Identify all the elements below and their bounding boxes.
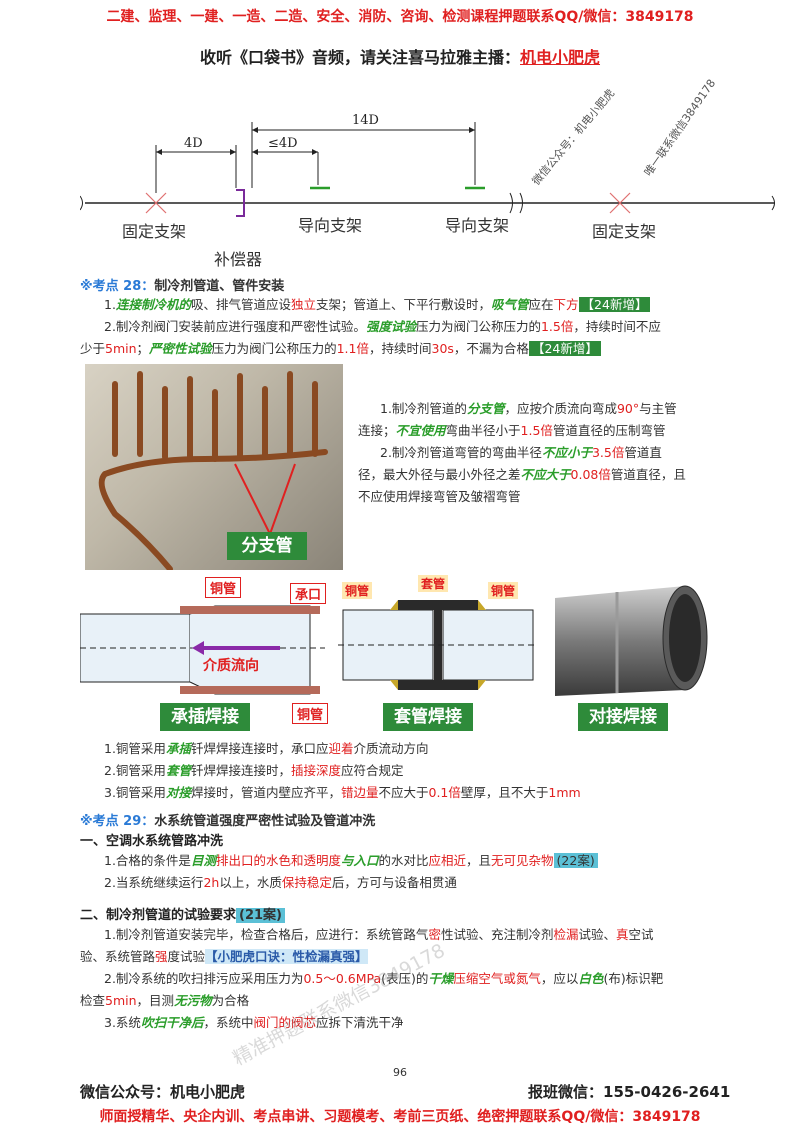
kp29-section-2: 二、制冷剂管道的试验要求(21案) xyxy=(80,904,285,923)
break-mark-mid xyxy=(509,192,523,214)
subtitle: 收听《口袋书》音频，请关注喜马拉雅主播：机电小肥虎 xyxy=(0,44,800,68)
kp29-title: ※考点 29：水系统管道强度严密性试验及管道冲洗 xyxy=(80,814,376,829)
kp29-section-1: 一、空调水系统管路冲洗 xyxy=(80,834,224,849)
kp28-p2: 2.制冷剂阀门安装前应进行强度和严密性试验。强度试验压力为阀门公称压力的1.5倍… xyxy=(80,319,661,356)
top-banner: 二建、监理、一建、一造、二造、安全、消防、咨询、检测课程押题联系QQ/微信：38… xyxy=(106,9,694,25)
bottom-banner: 师面授精华、央企内训、考点串讲、习题模考、考前三页纸、绝密押题联系QQ/微信：3… xyxy=(99,1109,701,1125)
sleeve-weld-diagram xyxy=(338,600,538,690)
branch-pipe-photo: 分支管 xyxy=(85,364,343,572)
support-diagram: 4D ≤4D 14D xyxy=(80,113,775,217)
kp28-p1: 1.连接制冷机的吸、排气管道应设独立支架；管道上、下平行敷设时，吸气管应在下方【… xyxy=(104,294,724,316)
tag-21-case: (21案) xyxy=(236,908,285,923)
break-mark-right xyxy=(771,195,775,211)
label-copper-2: 铜管 xyxy=(292,703,329,724)
label-guide-1: 导向支架 xyxy=(298,216,363,235)
tag-24-new-2: 【24新增】 xyxy=(528,341,601,356)
kp29-sec1-items: 1.合格的条件是目测排出口的水色和透明度与入口的水对比应相近，且无可见杂物(22… xyxy=(104,850,724,894)
label-copper-1: 铜管 xyxy=(205,577,242,598)
subtitle-name: 机电小肥虎 xyxy=(520,48,601,67)
kp28-title: ※考点 28：制冷剂管道、管件安装 xyxy=(80,279,285,294)
box-butt-weld: 对接焊接 xyxy=(578,703,668,731)
footer-wechat-left: 微信公众号：机电小肥虎 xyxy=(80,1083,246,1101)
socket-weld-diagram xyxy=(80,605,325,695)
butt-weld-photo xyxy=(555,585,708,696)
tag-24-new: 【24新增】 xyxy=(578,297,651,312)
branch-pipe-label: 分支管 xyxy=(227,532,307,560)
label-socket: 承口 xyxy=(290,583,327,604)
kp28-weld-list: 1.铜管采用承插钎焊焊接连接时，承口应迎着介质流动方向 2.铜管采用套管钎焊焊接… xyxy=(104,741,581,800)
page-number: 96 xyxy=(393,1066,407,1079)
label-flow: 介质流向 xyxy=(203,658,259,674)
label-fixed-left: 固定支架 xyxy=(122,222,187,241)
break-mark-left xyxy=(80,195,83,211)
tag-22-case: (22案) xyxy=(553,853,598,868)
dim-14d-label: 14D xyxy=(352,113,379,128)
kp29-sec2-items: 1.制冷剂管道安装完毕，检查合格后，应进行：系统管路气密性试验、充注制冷剂检漏试… xyxy=(80,927,664,1030)
compensator-shape xyxy=(236,189,245,217)
box-sleeve-weld: 套管焊接 xyxy=(383,703,473,731)
label-compensator: 补偿器 xyxy=(214,250,263,269)
label-guide-2: 导向支架 xyxy=(445,216,510,235)
label-fixed-right: 固定支架 xyxy=(592,222,657,241)
footer-wechat-right: 报班微信：155-0426-2641 xyxy=(528,1083,731,1101)
label-sleeve: 套管 xyxy=(418,575,449,592)
dim-le4d-label: ≤4D xyxy=(268,136,298,151)
box-socket-weld: 承插焊接 xyxy=(160,703,250,731)
kp28-side-text: 1.制冷剂管道的分支管，应按介质流向弯成90°与主管 连接；不宜使用弯曲半径小于… xyxy=(358,401,686,504)
label-sleeve-copper-right: 铜管 xyxy=(488,582,519,599)
subtitle-prefix: 收听《口袋书》音频，请关注喜马拉雅主播： xyxy=(199,48,520,67)
dim-4d-label: 4D xyxy=(184,136,203,151)
label-sleeve-copper-left: 铜管 xyxy=(342,582,373,599)
